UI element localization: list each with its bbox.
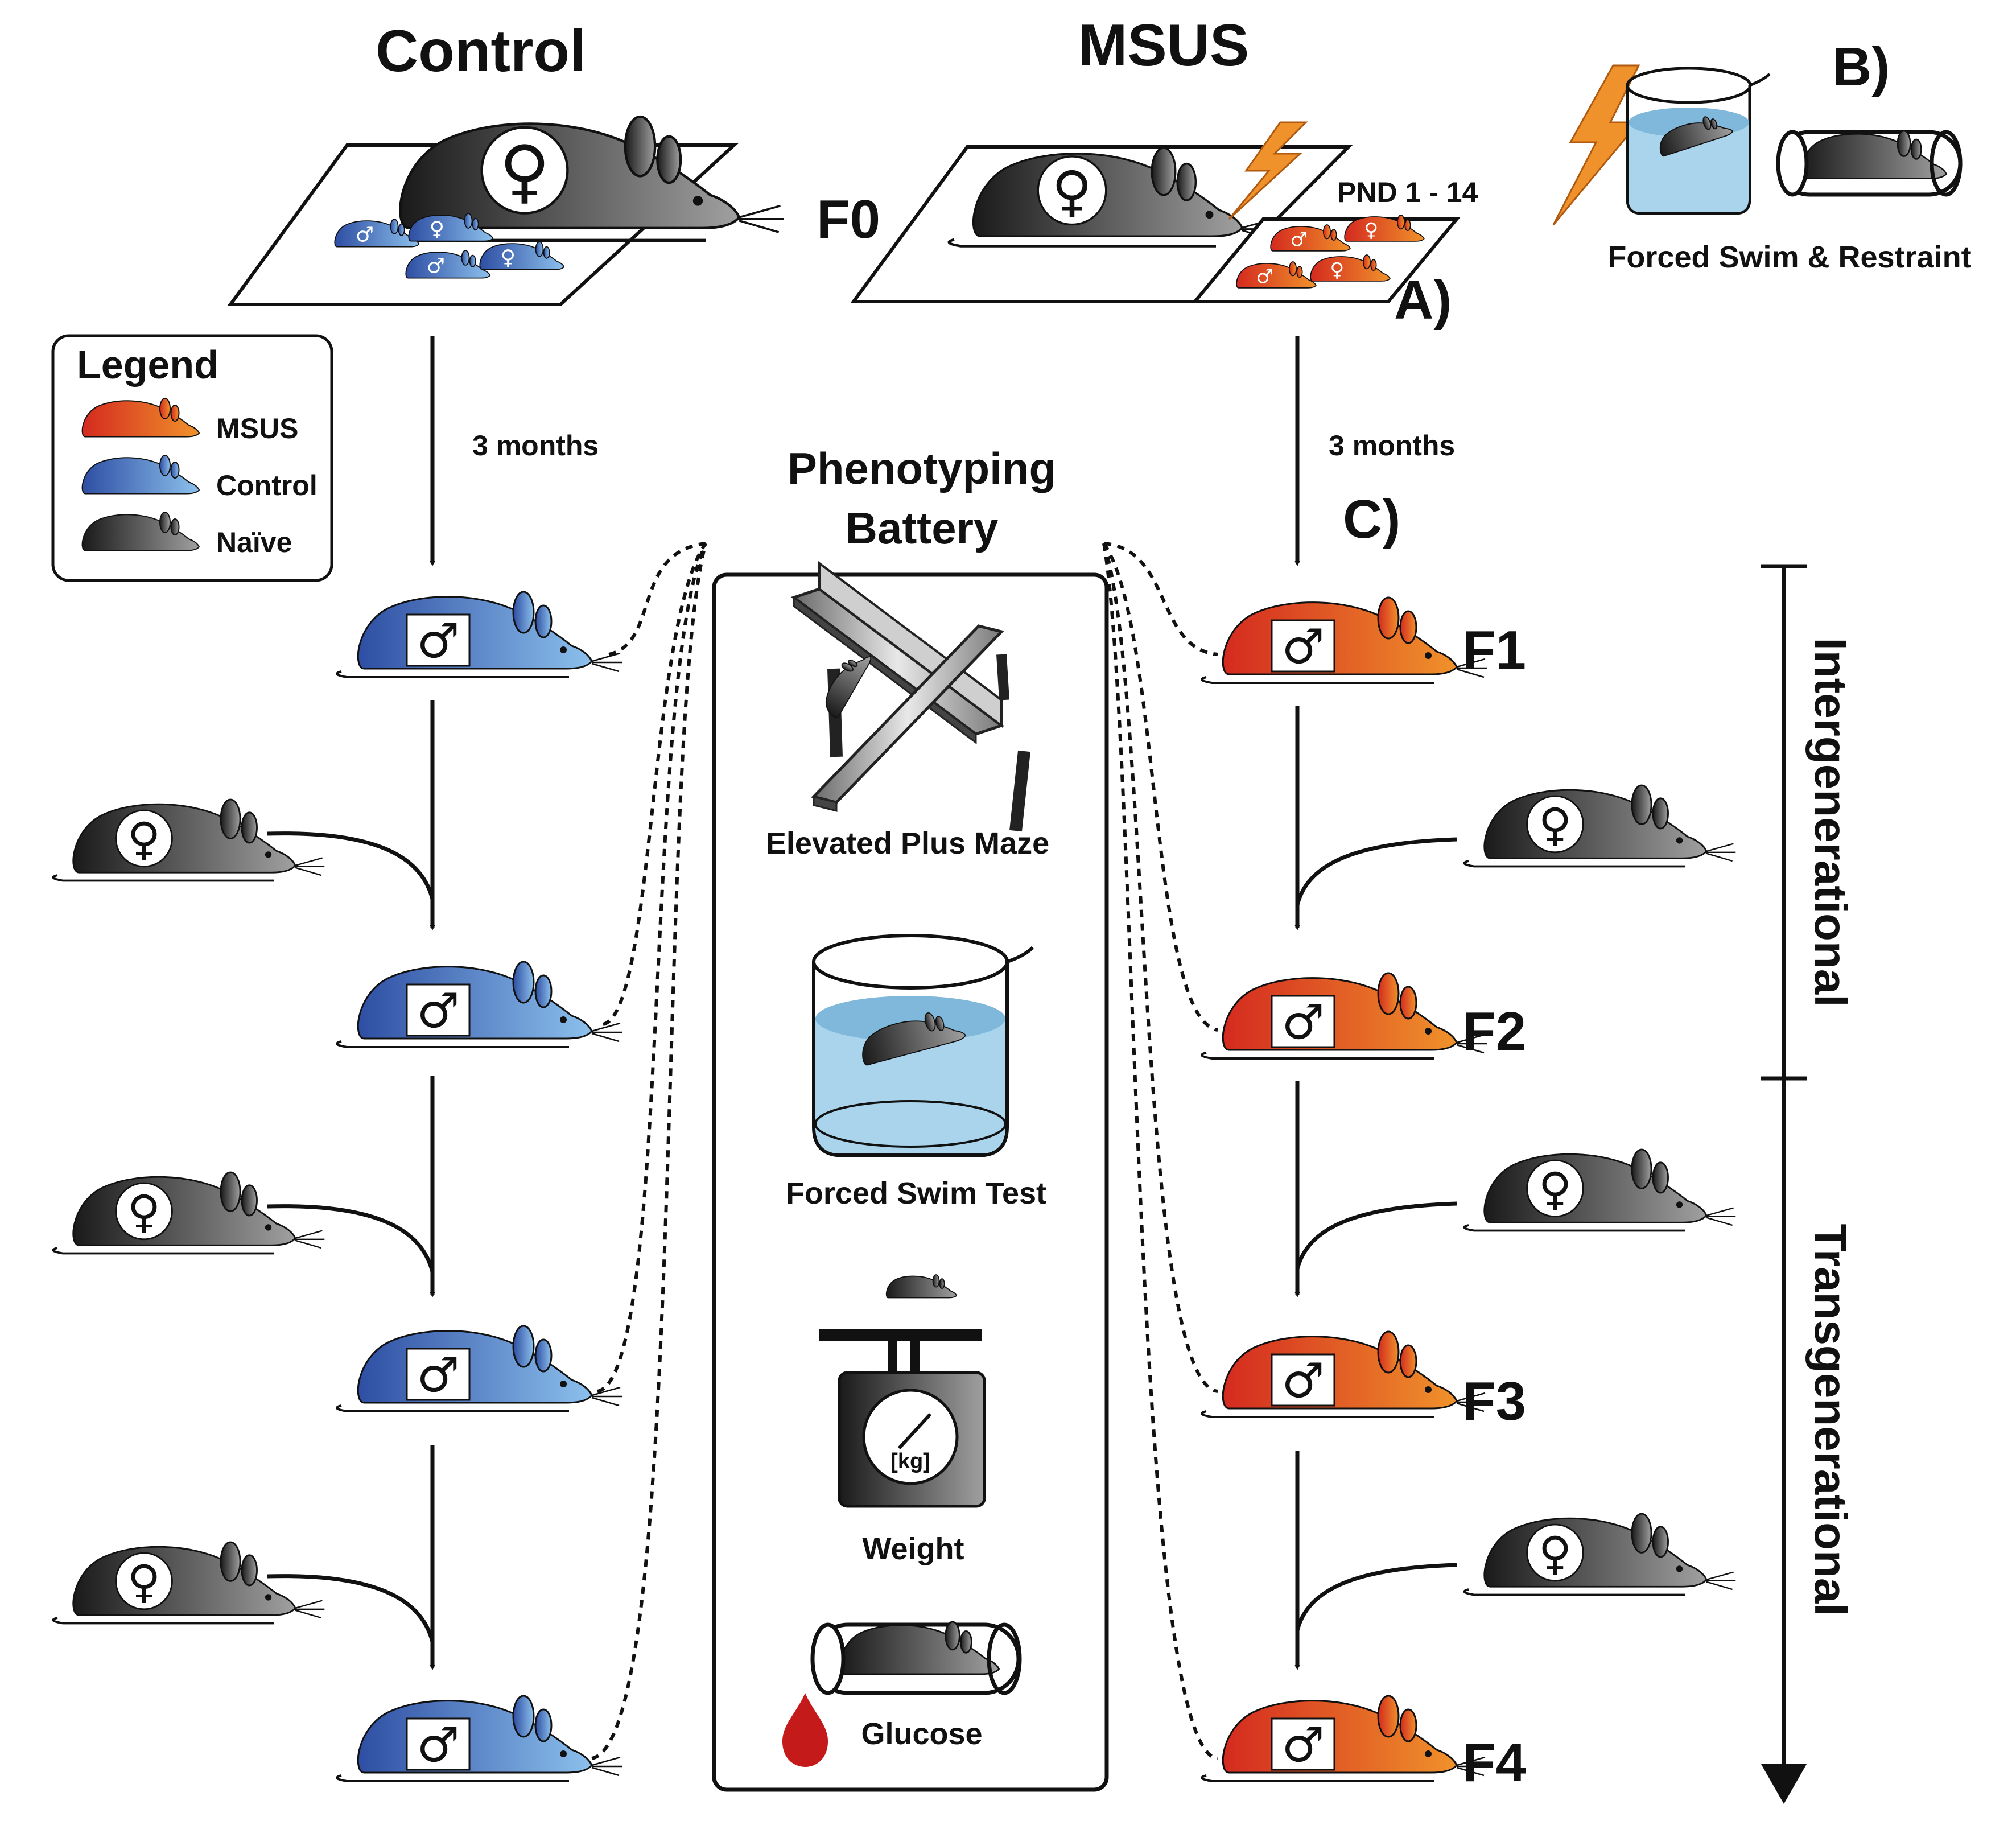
phenotyping-connectors-msus xyxy=(1102,542,1218,1760)
svg-text:♀: ♀ xyxy=(1364,219,1378,241)
svg-text:♂: ♂ xyxy=(1281,1353,1324,1408)
control-pup-3: ♂ xyxy=(405,250,491,279)
pnd-label: PND 1 - 14 xyxy=(1337,176,1478,208)
svg-text:♀: ♀ xyxy=(501,246,516,270)
control-male-f3: ♂ xyxy=(336,1325,624,1412)
svg-text:♀: ♀ xyxy=(1330,258,1344,281)
svg-text:♀: ♀ xyxy=(1539,1527,1572,1580)
control-naive-female-2: ♀ xyxy=(52,1171,326,1255)
panel-b-caption: Forced Swim & Restraint xyxy=(1607,240,1971,274)
generation-label-f4: F4 xyxy=(1462,1732,1526,1793)
control-lineage-arrows: 3 months xyxy=(267,336,599,1670)
msus-male-f3: ♂ xyxy=(1201,1330,1489,1418)
legend-item-control: Control xyxy=(81,455,318,501)
test-label-forced-swim-test: Forced Swim Test xyxy=(786,1176,1046,1210)
svg-text:Naïve: Naïve xyxy=(216,526,292,558)
svg-text:♀: ♀ xyxy=(127,1185,160,1238)
legend: Legend MSUS Control Naïve xyxy=(51,334,333,582)
test-label-weight: Weight xyxy=(863,1532,964,1566)
glucose-restraint-tube-icon xyxy=(810,1621,1022,1695)
svg-text:♂: ♂ xyxy=(417,1347,459,1403)
svg-text:Control: Control xyxy=(216,469,318,501)
stress-bolt-icon xyxy=(1228,121,1308,220)
panel-label-a: A) xyxy=(1394,270,1452,331)
control-naive-female-1: ♀ xyxy=(52,798,326,882)
blood-drop-icon xyxy=(782,1693,828,1767)
msus-naive-female-3: ♀ xyxy=(1463,1513,1737,1596)
battery-title-line1: Phenotyping xyxy=(788,443,1056,493)
panel-b-stressors: B) Forced Swim & Restraint xyxy=(1552,36,1972,274)
msus-pup-1: ♂ xyxy=(1270,224,1351,252)
svg-text:♀: ♀ xyxy=(430,218,444,241)
battery-title-line2: Battery xyxy=(846,503,999,553)
generational-timeline: Intergenerational Transgenerational xyxy=(1761,564,1856,1804)
control-header: Control xyxy=(376,18,586,84)
control-male-f2: ♂ xyxy=(336,961,624,1048)
stress-bolt-icon-b xyxy=(1552,64,1641,225)
timeline-arrowhead xyxy=(1761,1764,1807,1804)
generation-label-f3: F3 xyxy=(1462,1371,1526,1432)
svg-text:MSUS: MSUS xyxy=(216,413,298,444)
control-timing-label: 3 months xyxy=(472,430,599,462)
timeline-label-transgenerational: Transgenerational xyxy=(1805,1223,1856,1616)
msus-timing-label: 3 months xyxy=(1329,430,1455,462)
elevated-plus-maze-icon xyxy=(790,561,1030,832)
msus-male-f1: ♂ xyxy=(1201,596,1489,684)
control-naive-female-3: ♀ xyxy=(52,1541,326,1625)
weight-scale-icon: [kg] xyxy=(819,1274,986,1508)
restraint-tube-icon xyxy=(1776,130,1963,197)
panel-label-b: B) xyxy=(1832,36,1890,97)
generation-label-f1: F1 xyxy=(1462,620,1526,681)
svg-text:♀: ♀ xyxy=(1539,798,1572,851)
msus-dam-mouse: ♀ xyxy=(949,147,1277,246)
svg-text:♂: ♂ xyxy=(1281,1717,1324,1773)
svg-text:♂: ♂ xyxy=(1290,228,1307,251)
control-male-f4: ♂ xyxy=(336,1695,624,1782)
msus-naive-female-1: ♀ xyxy=(1463,784,1737,868)
control-breeding-cage: ♀ ♂ ♀ ♂ ♀ xyxy=(227,117,784,306)
svg-text:♂: ♂ xyxy=(417,613,459,669)
weight-unit-label: [kg] xyxy=(890,1449,930,1473)
svg-text:♂: ♂ xyxy=(427,255,445,278)
legend-item-msus: MSUS xyxy=(81,398,298,444)
control-dam-mouse: ♀ xyxy=(369,117,784,241)
legend-title: Legend xyxy=(77,343,218,387)
msus-header: MSUS xyxy=(1078,13,1249,79)
msus-pup-4: ♀ xyxy=(1310,254,1391,282)
test-label-glucose: Glucose xyxy=(861,1717,982,1751)
svg-text:♂: ♂ xyxy=(417,983,459,1039)
svg-text:♀: ♀ xyxy=(127,1555,160,1608)
msus-male-f4: ♂ xyxy=(1201,1695,1489,1782)
legend-item-naive: Naïve xyxy=(81,512,292,558)
msus-pup-2: ♀ xyxy=(1344,215,1425,242)
svg-text:♀: ♀ xyxy=(127,813,160,866)
control-male-f1: ♂ xyxy=(336,591,624,678)
control-pup-1: ♂ xyxy=(334,219,420,248)
svg-text:♀: ♀ xyxy=(1539,1163,1572,1216)
msus-pup-3: ♂ xyxy=(1236,261,1317,289)
msus-lineage-arrows: 3 months C) xyxy=(1294,336,1457,1670)
generation-label-f0: F0 xyxy=(817,189,880,250)
control-pup-4: ♀ xyxy=(479,241,565,270)
svg-text:♂: ♂ xyxy=(356,224,374,247)
control-pup-2: ♀ xyxy=(408,213,494,242)
panel-label-c: C) xyxy=(1343,489,1400,550)
msus-naive-female-2: ♀ xyxy=(1463,1148,1737,1232)
svg-text:♂: ♂ xyxy=(1256,265,1273,288)
timeline-label-intergenerational: Intergenerational xyxy=(1805,637,1856,1007)
msus-separation-cages: ♀ PND 1 - 14 ♂ ♀ ♂ ♀ xyxy=(850,121,1478,303)
phenotyping-battery-box xyxy=(712,572,1109,1792)
svg-text:♀: ♀ xyxy=(499,131,550,212)
svg-text:♀: ♀ xyxy=(1052,159,1092,223)
svg-text:♂: ♂ xyxy=(417,1717,459,1773)
swim-beaker-icon xyxy=(1626,67,1771,215)
svg-text:♂: ♂ xyxy=(1281,994,1324,1050)
generation-label-f2: F2 xyxy=(1462,1001,1526,1062)
msus-male-f2: ♂ xyxy=(1201,972,1489,1060)
forced-swim-test-icon xyxy=(812,934,1034,1157)
phenotyping-connectors-control xyxy=(591,542,707,1760)
svg-text:♂: ♂ xyxy=(1281,619,1324,674)
test-label-elevated-plus-maze: Elevated Plus Maze xyxy=(766,826,1049,860)
